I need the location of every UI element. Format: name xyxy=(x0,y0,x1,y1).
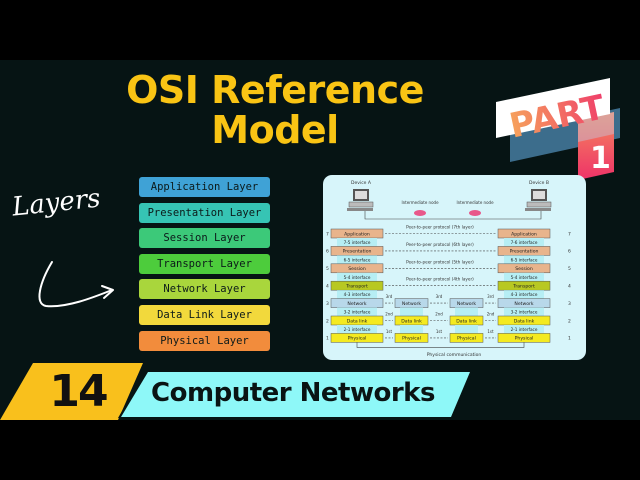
svg-text:6-5 interface: 6-5 interface xyxy=(511,257,538,262)
osi-diagram: Device A Device B Intermediate node Inte… xyxy=(323,175,586,360)
svg-text:2-1 interface: 2-1 interface xyxy=(344,327,371,332)
svg-text:Network: Network xyxy=(514,301,534,307)
svg-text:3rd: 3rd xyxy=(386,294,393,299)
layer-network: Network Layer xyxy=(139,279,270,300)
intermediate-node-label-1: Intermediate node xyxy=(401,200,439,205)
osi-layer-list: Application Layer Presentation Layer Ses… xyxy=(139,177,270,356)
svg-text:2: 2 xyxy=(568,318,571,324)
series-band xyxy=(0,363,473,420)
svg-text:5-4 interface: 5-4 interface xyxy=(511,275,538,280)
title-line-1: OSI Reference xyxy=(126,68,424,112)
svg-text:Transport: Transport xyxy=(345,284,368,290)
layer-physical: Physical Layer xyxy=(139,330,270,351)
router-icon xyxy=(469,210,481,216)
svg-text:6: 6 xyxy=(326,249,329,255)
handwritten-note: Layers xyxy=(10,183,102,223)
svg-text:Transport: Transport xyxy=(512,284,535,290)
svg-text:6-5 interface: 6-5 interface xyxy=(344,257,371,262)
svg-text:Peer-to-peer protocol (6th lay: Peer-to-peer protocol (6th layer) xyxy=(406,242,474,247)
svg-text:3-2 interface: 3-2 interface xyxy=(344,310,371,315)
video-frame: OSI Reference Model PART 1 Layers Ap xyxy=(0,60,640,420)
course-title: Computer Networks xyxy=(151,378,435,408)
svg-text:5: 5 xyxy=(568,266,571,272)
svg-text:4: 4 xyxy=(326,284,329,290)
svg-text:1: 1 xyxy=(326,336,329,342)
svg-text:Presentation: Presentation xyxy=(510,249,539,255)
svg-text:Data link: Data link xyxy=(401,318,422,324)
svg-text:Application: Application xyxy=(344,231,370,237)
svg-text:Physical: Physical xyxy=(348,336,367,342)
svg-text:Network: Network xyxy=(347,301,367,307)
svg-text:Session: Session xyxy=(348,266,366,272)
svg-text:Data link: Data link xyxy=(347,318,368,324)
svg-text:3: 3 xyxy=(326,301,329,307)
svg-text:3: 3 xyxy=(568,301,571,307)
device-a-label: Device A xyxy=(351,180,372,186)
svg-text:1st: 1st xyxy=(487,329,494,334)
svg-text:Application: Application xyxy=(511,231,537,237)
svg-text:Physical: Physical xyxy=(515,336,534,342)
curved-arrow-icon xyxy=(38,261,114,308)
svg-text:Physical: Physical xyxy=(457,336,476,342)
svg-text:7: 7 xyxy=(568,231,571,237)
device-b-label: Device B xyxy=(529,180,549,186)
intermediate-node-label-2: Intermediate node xyxy=(456,200,494,205)
svg-text:3-2 interface: 3-2 interface xyxy=(511,310,538,315)
part-number: 1 xyxy=(590,141,611,176)
layer-transport: Transport Layer xyxy=(139,253,270,274)
svg-text:6: 6 xyxy=(568,249,571,255)
layer-application: Application Layer xyxy=(139,177,270,197)
computer-icon xyxy=(525,189,552,211)
svg-text:1: 1 xyxy=(568,336,571,342)
svg-text:Network: Network xyxy=(457,301,477,307)
svg-text:7: 7 xyxy=(326,231,329,237)
svg-text:3rd: 3rd xyxy=(436,294,443,299)
svg-text:1st: 1st xyxy=(386,329,393,334)
svg-text:4: 4 xyxy=(568,284,571,290)
title-line-2: Model xyxy=(211,108,339,152)
svg-text:2: 2 xyxy=(326,318,329,324)
svg-text:Presentation: Presentation xyxy=(343,249,372,255)
svg-text:Peer-to-peer protocol (5th lay: Peer-to-peer protocol (5th layer) xyxy=(406,259,474,264)
svg-text:Physical: Physical xyxy=(402,336,421,342)
computer-icon xyxy=(347,189,374,211)
svg-text:2nd: 2nd xyxy=(487,312,495,317)
svg-text:7-5 interface: 7-5 interface xyxy=(344,240,371,245)
svg-text:3rd: 3rd xyxy=(487,294,494,299)
physical-communication-label: Physical communication xyxy=(427,352,482,358)
svg-text:5-4 interface: 5-4 interface xyxy=(344,275,371,280)
layer-presentation: Presentation Layer xyxy=(139,202,270,223)
svg-text:2nd: 2nd xyxy=(435,312,443,317)
svg-text:Session: Session xyxy=(515,266,533,272)
svg-text:Data link: Data link xyxy=(514,318,535,324)
svg-text:4-3 interface: 4-3 interface xyxy=(344,292,371,297)
svg-text:Data link: Data link xyxy=(456,318,477,324)
layer-data-link: Data Link Layer xyxy=(139,304,270,325)
part-badge: PART 1 xyxy=(492,72,622,182)
layer-session: Session Layer xyxy=(139,228,270,249)
svg-text:Peer-to-peer protocol (4th lay: Peer-to-peer protocol (4th layer) xyxy=(406,277,474,282)
svg-text:4-3 interface: 4-3 interface xyxy=(511,292,538,297)
svg-text:Peer-to-peer protocol (7th lay: Peer-to-peer protocol (7th layer) xyxy=(406,225,474,230)
svg-text:7-6 interface: 7-6 interface xyxy=(511,240,538,245)
router-icon xyxy=(414,210,426,216)
svg-text:5: 5 xyxy=(326,266,329,272)
svg-text:2nd: 2nd xyxy=(385,312,393,317)
svg-text:Network: Network xyxy=(402,301,422,307)
svg-text:1st: 1st xyxy=(436,329,443,334)
episode-number: 14 xyxy=(49,366,108,417)
svg-text:2-1 interface: 2-1 interface xyxy=(511,327,538,332)
